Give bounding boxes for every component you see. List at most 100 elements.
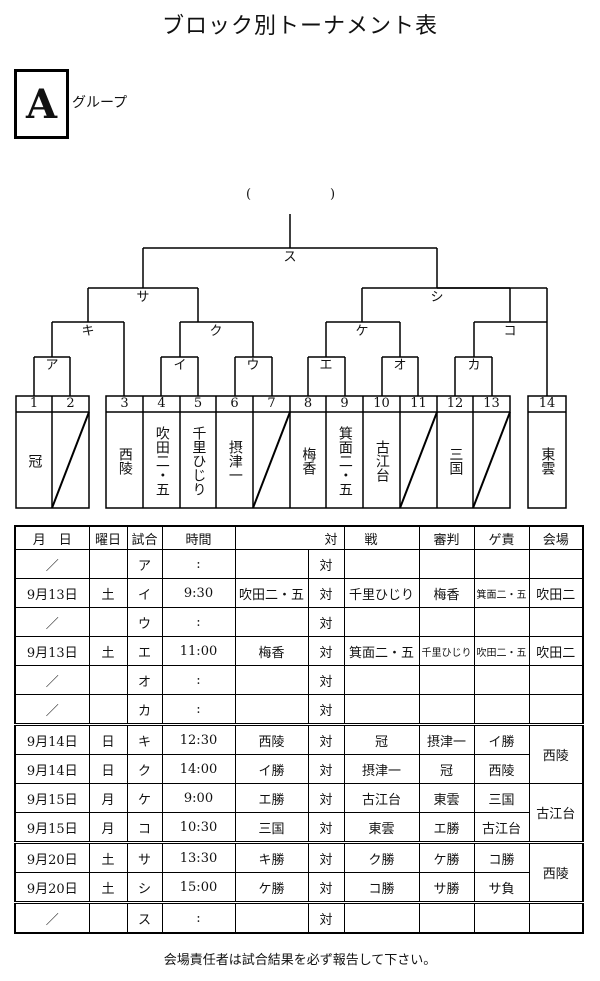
team-b-cell [343,694,420,725]
match-label-shi: シ [430,290,444,305]
position-number: 5 [193,396,203,411]
match-cell: ウ [126,607,163,637]
day-cell: 土 [88,841,128,873]
responsible-cell: 吹田二・五 [473,636,530,666]
team-b-cell [343,607,420,637]
position-number: 3 [120,396,129,411]
position-number: 7 [267,396,276,411]
vs-cell: 対 [307,549,345,579]
position-number: 9 [340,396,349,411]
position-number: 6 [230,396,239,411]
venue-cell [528,549,584,579]
match-label-a: ア [45,358,59,373]
day-cell: 日 [88,723,128,755]
match-cell: カ [126,694,163,725]
vs-cell: 対 [307,723,345,755]
time-cell: 10:30 [161,812,236,843]
group-label: グループ [72,95,128,111]
vs-cell: 対 [307,841,345,873]
header-time: 時間 [161,525,236,550]
header-date: 月 日 [14,525,90,550]
match-cell: ス [126,901,163,934]
vs-cell: 対 [307,812,345,843]
responsible-cell: 西陵 [473,754,530,784]
match-label-o: オ [393,358,407,373]
time-cell: : [161,694,236,725]
venue-cell [528,607,584,637]
time-cell: 9:30 [161,578,236,608]
final-paren-close: ) [330,187,336,202]
team-name: 東雲 [539,447,556,475]
referee-cell: 梅香 [418,578,475,608]
responsible-cell: イ勝 [473,723,530,755]
time-cell: : [161,901,236,934]
referee-cell [418,901,475,934]
position-number: 4 [157,396,166,411]
team-b-cell: ク勝 [343,841,420,873]
team-b-cell [343,549,420,579]
page-title: ブロック別トーナメント表 [161,14,438,39]
responsible-cell [473,694,530,725]
team-a-cell [234,607,309,637]
responsible-cell [473,549,530,579]
date-cell: ／ [14,901,90,934]
team-a-cell: 西陵 [234,723,309,755]
table-row: ／カ:対 [14,694,584,725]
day-cell: 日 [88,754,128,784]
table-header-row: 月 日 曜日 試合 時間 対 戦 審判 ゲ責 会場 [14,525,584,550]
team-b-cell: コ勝 [343,872,420,903]
time-cell: : [161,549,236,579]
vs-cell: 対 [307,607,345,637]
date-cell: 9月13日 [14,636,90,666]
header-responsible: ゲ責 [473,525,530,550]
date-cell: 9月13日 [14,578,90,608]
team-name: 吹田二・五 [153,426,170,496]
team-a-cell: 吹田二・五 [234,578,309,608]
match-label-e: エ [319,358,333,373]
team-name: 冠 [26,454,43,468]
vs-cell: 対 [307,901,345,934]
date-cell: 9月14日 [14,754,90,784]
responsible-cell: 三国 [473,783,530,813]
team-b-cell [343,901,420,934]
date-cell: 9月15日 [14,783,90,813]
header-venue: 会場 [528,525,584,550]
referee-cell: エ勝 [418,812,475,843]
referee-cell: 摂津一 [418,723,475,755]
venue-cell: 吹田二 [528,578,584,608]
table-row: ／オ:対 [14,665,584,695]
match-cell: キ [126,723,163,755]
referee-cell: ケ勝 [418,841,475,873]
table-row: ／ウ:対 [14,607,584,637]
team-a-cell: イ勝 [234,754,309,784]
vs-cell: 対 [307,665,345,695]
team-name: 梅香 [300,447,317,475]
team-b-cell [343,665,420,695]
team-name: 古江台 [373,440,390,482]
responsible-cell [473,901,530,934]
team-a-cell [234,665,309,695]
team-b-cell: 箕面二・五 [343,636,420,666]
day-cell [88,694,128,725]
match-cell: ケ [126,783,163,813]
match-label-ki: キ [81,324,95,339]
day-cell [88,607,128,637]
time-cell: 12:30 [161,723,236,755]
date-cell: ／ [14,549,90,579]
venue-cell: 古江台 [528,783,584,843]
referee-cell [418,694,475,725]
header-day: 曜日 [88,525,128,550]
team-name: 西陵 [116,447,133,475]
time-cell: 15:00 [161,872,236,903]
match-label-u: ウ [246,358,260,373]
venue-cell [528,901,584,934]
vs-cell: 対 [307,872,345,903]
team-a-cell: ケ勝 [234,872,309,903]
vs-cell: 対 [307,694,345,725]
